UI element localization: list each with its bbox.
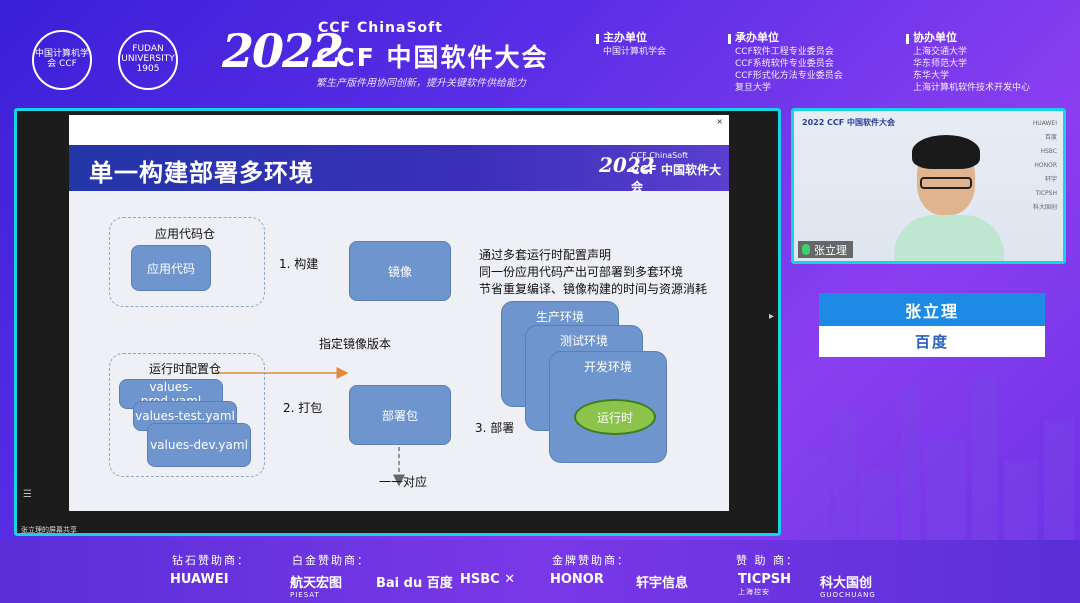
organizer-item: 中国计算机学会 bbox=[603, 47, 667, 57]
video-name-tag: 张立理 bbox=[798, 241, 853, 258]
runtime-ellipse: 运行时 bbox=[574, 399, 656, 435]
env-label: 开发环境 bbox=[584, 360, 633, 374]
sponsor-mark: HUAWEI bbox=[1032, 120, 1057, 127]
sponsor-logo-honor: HONOR bbox=[550, 572, 604, 587]
sponsor-logo-hsbc: HSBC ✕ bbox=[460, 572, 516, 587]
deploy-step-label: 3. 部署 bbox=[475, 421, 515, 435]
slide-logo-year: 2022 bbox=[599, 153, 655, 177]
slide-header: 单一构建部署多环境 2022 CCF ChinaSoft CCF 中国软件大会 bbox=[69, 145, 729, 194]
city-skyline-decoration bbox=[790, 360, 1080, 540]
speaker-name-card: 张立理 百度 bbox=[819, 293, 1045, 357]
presentation-slide: × 单一构建部署多环境 2022 CCF ChinaSoft CCF 中国软件大… bbox=[69, 115, 729, 511]
sponsor-category-diamond: 钻石赞助商： bbox=[172, 554, 250, 567]
sponsor-category-gold: 金牌赞助商： bbox=[552, 554, 630, 567]
conference-subtitle: CCF ChinaSoft bbox=[318, 20, 443, 36]
organizer-heading: 协办单位 bbox=[913, 31, 957, 44]
mapping-label: 一一对应 bbox=[379, 475, 428, 489]
sponsor-category-general: 赞 助 商： bbox=[736, 554, 799, 567]
conference-year-logo: 2022 bbox=[222, 24, 344, 78]
deploy-package-box: 部署包 bbox=[349, 385, 451, 445]
slide-logo-title: CCF 中国软件大会 bbox=[631, 163, 721, 194]
organizer-item: 上海交通大学 bbox=[913, 47, 968, 57]
description-line: 同一份应用代码产出可部署到多套环境 bbox=[479, 265, 684, 279]
sponsor-logo-xuanyu: 轩宇信息 bbox=[636, 576, 689, 591]
diagram-arrows bbox=[213, 367, 405, 487]
video-backdrop-logo: 2022 CCF 中国软件大会 bbox=[802, 118, 896, 127]
fudan-logo: FUDAN UNIVERSITY 1905 bbox=[118, 30, 178, 90]
organizer-item: 华东师范大学 bbox=[913, 59, 968, 69]
speaker-glasses bbox=[920, 177, 972, 189]
organizer-column-undertaker: 承办单位 CCF软件工程专业委员会 CCF系统软件专业委员会 CCF形式化方法专… bbox=[728, 31, 843, 94]
organizer-heading: 承办单位 bbox=[735, 31, 779, 44]
image-version-label: 指定镜像版本 bbox=[319, 337, 392, 351]
organizer-item: CCF形式化方法专业委员会 bbox=[735, 71, 843, 81]
sponsor-mark: HONOR bbox=[1034, 162, 1057, 169]
sponsor-logo-huawei: HUAWEI bbox=[170, 572, 229, 587]
slide-logo-subtitle: CCF ChinaSoft bbox=[631, 151, 688, 160]
code-repo-label: 应用代码仓 bbox=[155, 227, 216, 241]
env-label: 生产环境 bbox=[536, 310, 585, 324]
organizer-column-host: 主办单位 中国计算机学会 bbox=[596, 31, 667, 58]
sponsor-mark: TICPSH bbox=[1035, 190, 1057, 197]
sponsor-logo-baidu: Bai du 百度 bbox=[376, 576, 453, 591]
build-step-label: 1. 构建 bbox=[279, 257, 319, 271]
config-repo-label: 运行时配置仓 bbox=[149, 362, 222, 376]
screen-share-panel[interactable]: × 单一构建部署多环境 2022 CCF ChinaSoft CCF 中国软件大… bbox=[14, 108, 781, 536]
organizer-item: 东华大学 bbox=[913, 71, 950, 81]
code-repo-container bbox=[109, 217, 265, 307]
slide-description: 通过多套运行时配置声明 同一份应用代码产出可部署到多套环境 节省重复编译、镜像构… bbox=[479, 247, 707, 298]
app-code-box: 应用代码 bbox=[131, 245, 211, 291]
speaker-body bbox=[894, 215, 1004, 261]
expand-handle-icon[interactable]: ▸ bbox=[769, 311, 775, 322]
sponsor-mark: 科大国创 bbox=[1032, 204, 1057, 211]
slide-top-bar: × bbox=[69, 115, 729, 145]
speaker-company: 百度 bbox=[819, 326, 1045, 357]
close-icon[interactable]: × bbox=[716, 117, 723, 126]
slide-title: 单一构建部署多环境 bbox=[89, 159, 314, 187]
ccf-logo: 中国计算机学会 CCF bbox=[32, 30, 92, 90]
env-label: 测试环境 bbox=[560, 334, 609, 348]
organizer-item: CCF软件工程专业委员会 bbox=[735, 47, 834, 57]
organizer-item: CCF系统软件专业委员会 bbox=[735, 59, 834, 69]
video-speaker-name: 张立理 bbox=[814, 243, 847, 257]
speaker-hair bbox=[912, 135, 980, 169]
menu-icon[interactable]: ☰ bbox=[23, 489, 32, 500]
description-line: 节省重复编译、镜像构建的时间与资源消耗 bbox=[479, 282, 708, 296]
sponsor-category-platinum: 白金赞助商： bbox=[292, 554, 370, 567]
organizer-item: 上海计算机软件技术开发中心 bbox=[913, 83, 1031, 93]
organizer-column-co-organizer: 协办单位 上海交通大学 华东师范大学 东华大学 上海计算机软件技术开发中心 bbox=[906, 31, 1031, 94]
microphone-icon bbox=[802, 244, 810, 255]
screen-share-label: 张立理的屏幕共享 bbox=[21, 526, 77, 534]
config-repo-container bbox=[109, 353, 265, 477]
sponsor-mark: HSBC bbox=[1040, 148, 1057, 155]
image-box: 镜像 bbox=[349, 241, 451, 301]
description-line: 通过多套运行时配置声明 bbox=[479, 248, 612, 262]
organizer-heading: 主办单位 bbox=[603, 31, 647, 44]
values-file-box: values-dev.yaml bbox=[147, 423, 251, 467]
conference-title: CCF 中国软件大会 bbox=[316, 43, 549, 72]
sponsor-mark: 百度 bbox=[1044, 134, 1057, 141]
speaker-video[interactable]: 2022 CCF 中国软件大会 HUAWEI 百度 HSBC HONOR 轩宇 … bbox=[791, 108, 1066, 264]
conference-header: 中国计算机学会 CCF FUDAN UNIVERSITY 1905 2022 C… bbox=[0, 0, 1080, 100]
conference-slogan: 繁生产版件用协同创新，提升关键软件供给能力 bbox=[316, 78, 526, 89]
organizer-item: 复旦大学 bbox=[735, 83, 772, 93]
sponsor-mark: 轩宇 bbox=[1044, 176, 1057, 183]
speaker-name: 张立理 bbox=[819, 293, 1045, 326]
video-backdrop-sponsors: HUAWEI 百度 HSBC HONOR 轩宇 TICPSH 科大国创 bbox=[1007, 117, 1057, 215]
package-step-label: 2. 打包 bbox=[283, 401, 323, 415]
